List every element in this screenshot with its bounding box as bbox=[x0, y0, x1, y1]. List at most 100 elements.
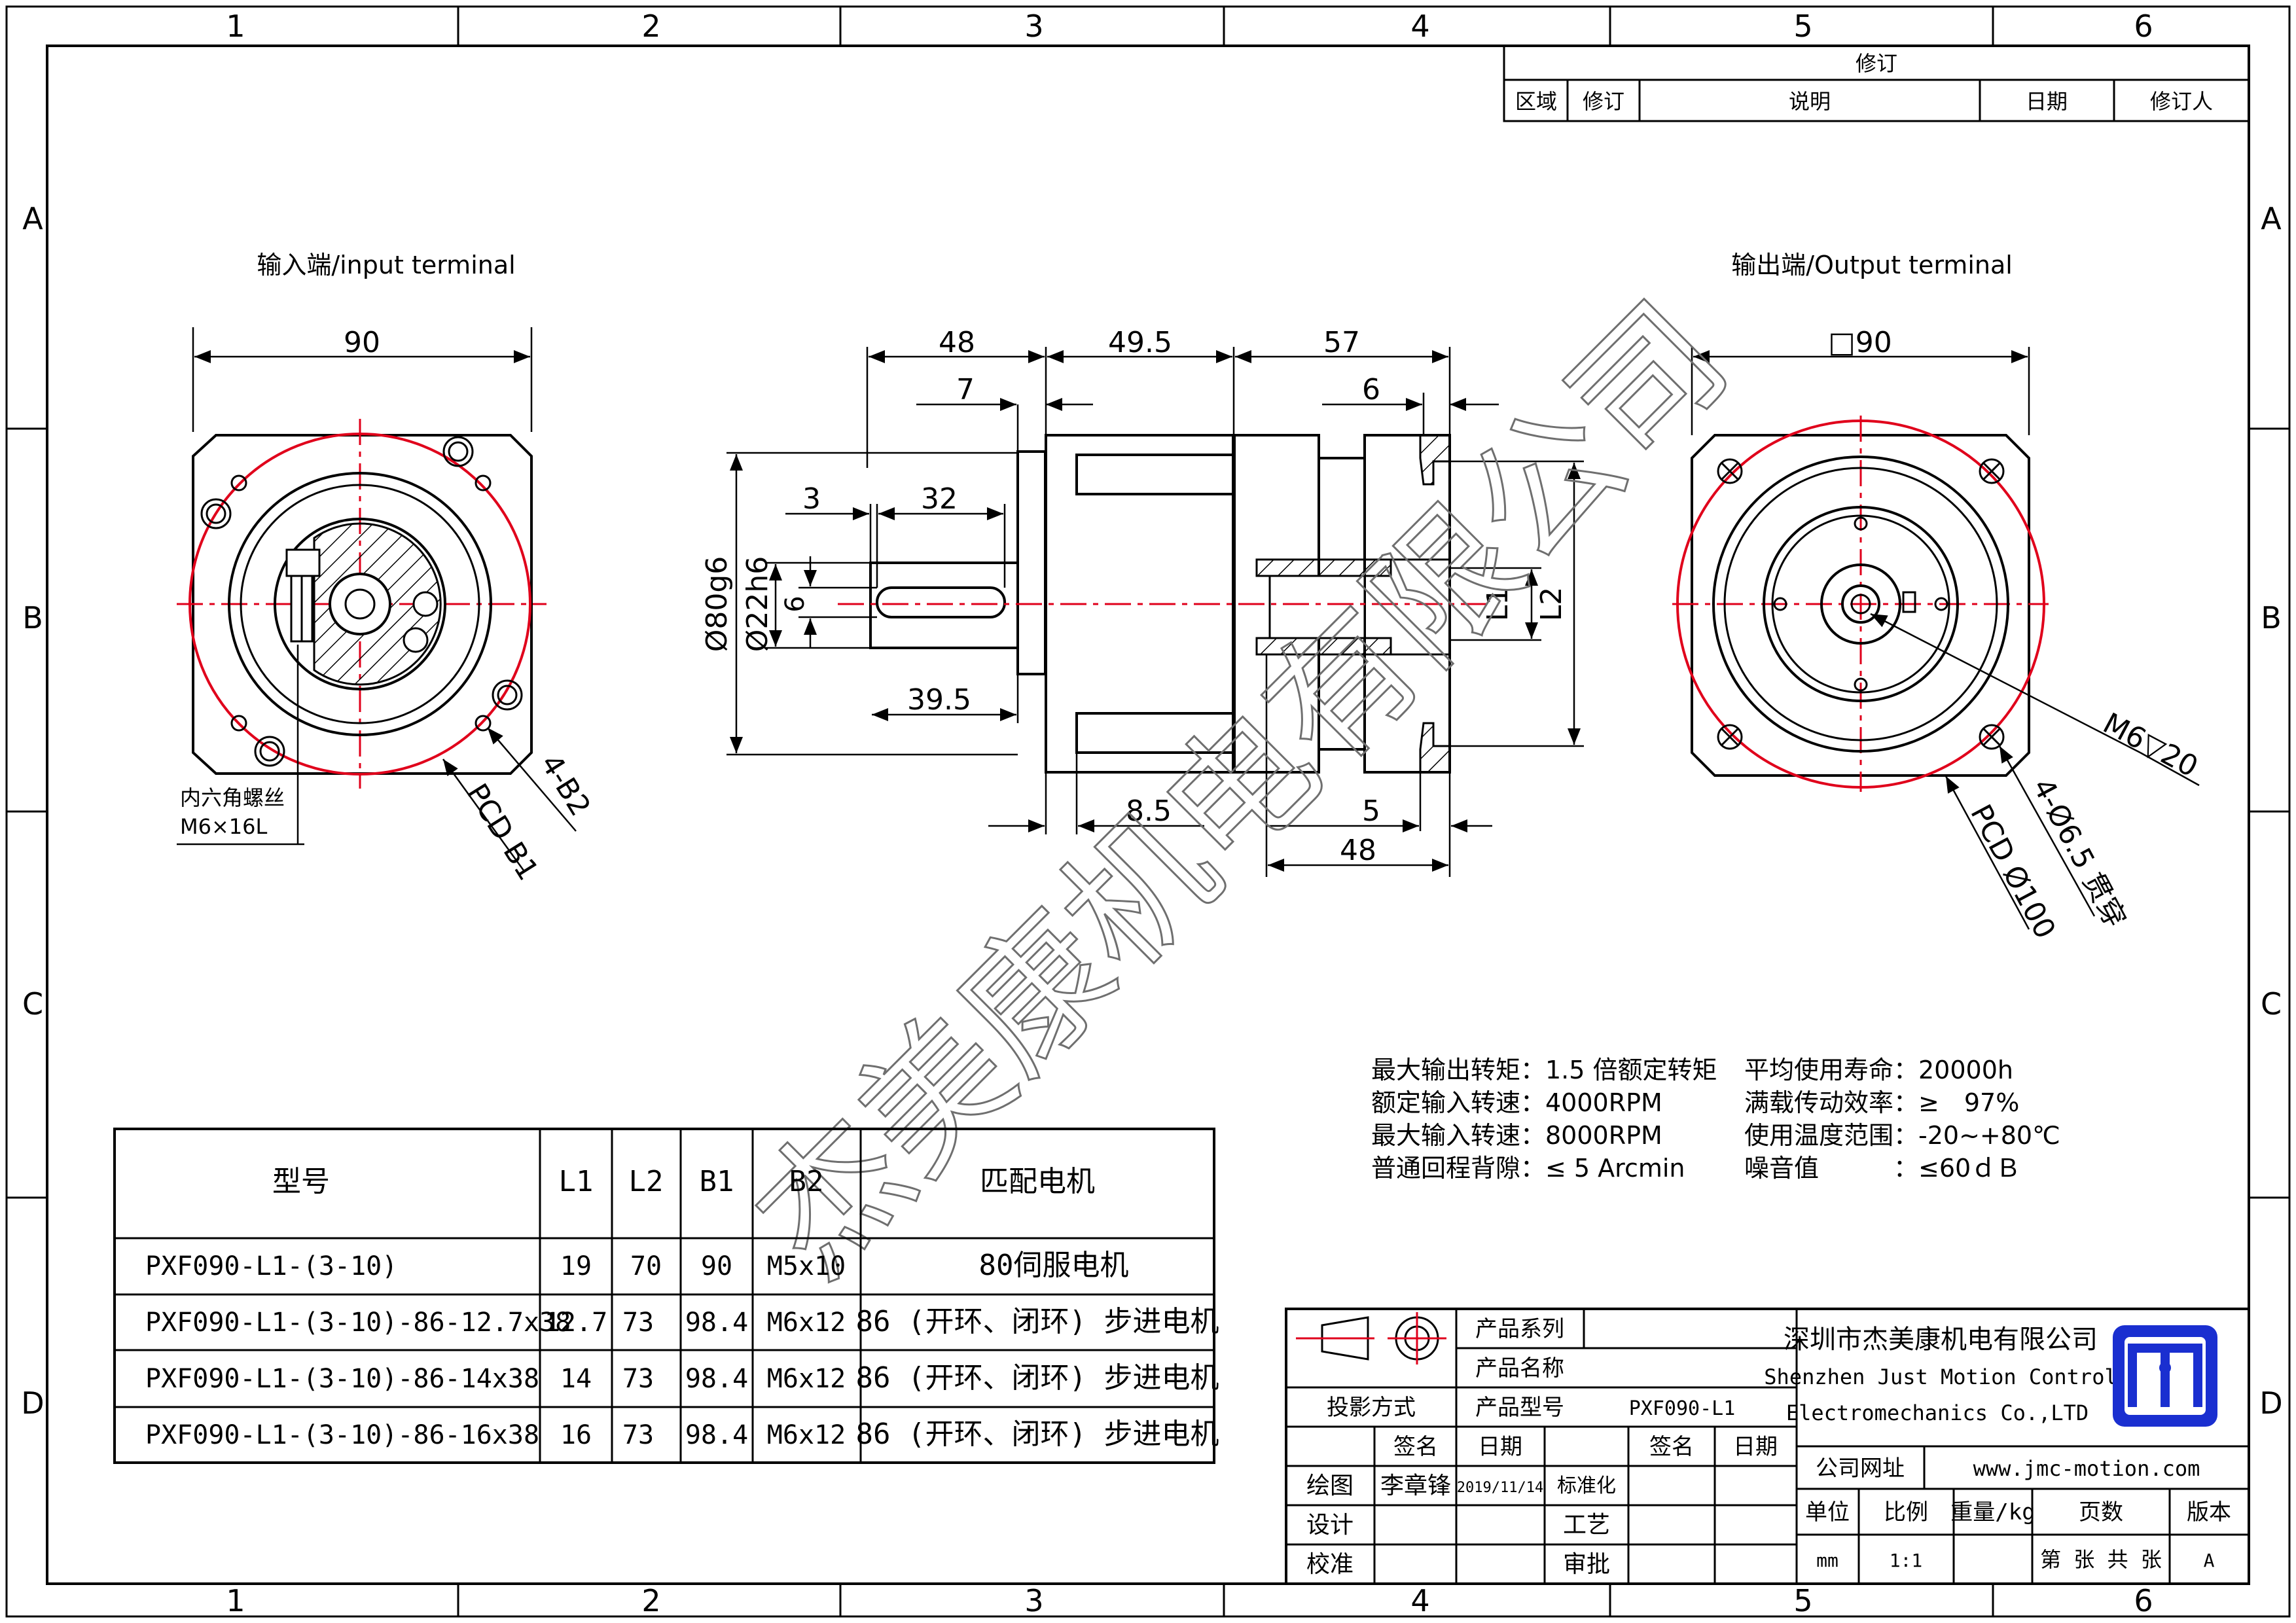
col-label-5-top: 5 bbox=[1793, 9, 1812, 44]
spec-noise: 噪音值 ：≤60ｄＢ bbox=[1744, 1154, 2020, 1183]
side-dim-l1: L1 bbox=[1481, 587, 1515, 622]
table-row-3-l1: 14 bbox=[560, 1364, 592, 1394]
col-label-4-top: 4 bbox=[1410, 9, 1429, 44]
tb-date-2: 日期 bbox=[1733, 1434, 1778, 1460]
tb-projection: 投影方式 bbox=[1327, 1395, 1416, 1421]
tb-drawn-date: 2019/11/14 bbox=[1457, 1480, 1543, 1496]
row-label-c-left: C bbox=[22, 986, 43, 1022]
tb-product-series: 产品系列 bbox=[1475, 1316, 1564, 1342]
table-row-1-l1: 19 bbox=[560, 1251, 592, 1281]
col-label-3-top: 3 bbox=[1024, 9, 1043, 44]
row-label-a-right: A bbox=[2261, 201, 2282, 236]
row-label-b-right: B bbox=[2261, 600, 2282, 635]
row-label-a-left: A bbox=[22, 201, 43, 236]
frame-labels: 1 2 3 4 5 6 1 2 3 4 5 6 A B C D A B C D bbox=[21, 9, 2282, 1618]
input-pcd-label: PCD B1 bbox=[460, 778, 545, 887]
output-square-dim: □90 bbox=[1828, 326, 1892, 359]
revision-header-desc: 说明 bbox=[1789, 89, 1831, 114]
spec-efficiency: 满载传动效率：≥ 97% bbox=[1744, 1088, 2019, 1117]
col-label-2-top: 2 bbox=[641, 9, 660, 44]
tb-check: 校准 bbox=[1306, 1551, 1354, 1578]
side-dim-7: 7 bbox=[956, 373, 975, 406]
side-dim-22h6: Ø22h6 bbox=[741, 556, 774, 652]
input-clamp-screw bbox=[285, 548, 321, 643]
tb-standard: 标准化 bbox=[1557, 1474, 1616, 1497]
side-dim-5: 5 bbox=[1362, 794, 1380, 828]
input-view-title: 输入端/input terminal bbox=[257, 251, 515, 279]
tb-website: www.jmc-motion.com bbox=[1973, 1456, 2200, 1481]
table-row-4-motor: 86 (开环、闭环) 步进电机 bbox=[856, 1418, 1219, 1451]
revision-table: 修订 区域 修订 说明 日期 修订人 bbox=[1503, 45, 2250, 122]
table-row-2-motor: 86 (开环、闭环) 步进电机 bbox=[856, 1305, 1219, 1338]
table-row-1-b1: 90 bbox=[701, 1251, 732, 1281]
col-label-1-top: 1 bbox=[226, 9, 245, 44]
watermark: 杰美康机电有限公司 bbox=[724, 272, 1759, 1307]
tb-design: 设计 bbox=[1306, 1512, 1354, 1539]
side-dim-6-top: 6 bbox=[1362, 373, 1380, 406]
output-view: 输出端/Output terminal □90 bbox=[1672, 251, 2203, 944]
row-label-c-right: C bbox=[2261, 986, 2282, 1022]
input-flange-outline bbox=[192, 434, 533, 775]
table-row-2-b1: 98.4 bbox=[685, 1308, 748, 1338]
table-row-1-motor: 80伺服电机 bbox=[979, 1249, 1129, 1282]
side-dim-key-6: 6 bbox=[780, 596, 810, 612]
company-logo bbox=[2113, 1325, 2217, 1427]
tb-model-value: PXF090-L1 bbox=[1629, 1397, 1736, 1420]
table-row-4-b2: M6x12 bbox=[767, 1420, 846, 1450]
table-row-1-model: PXF090-L1-(3-10) bbox=[145, 1251, 397, 1281]
tb-scale-label: 比例 bbox=[1884, 1499, 1928, 1525]
table-row-3-b1: 98.4 bbox=[685, 1364, 748, 1394]
tb-approve: 审批 bbox=[1563, 1551, 1610, 1578]
side-dim-3: 3 bbox=[802, 482, 821, 516]
table-row-2-l2: 73 bbox=[622, 1308, 654, 1338]
tb-process: 工艺 bbox=[1563, 1512, 1610, 1539]
table-row-2-l1: 12.7 bbox=[545, 1308, 607, 1338]
tb-version-label: 版本 bbox=[2187, 1499, 2231, 1525]
table-header-l1: L1 bbox=[559, 1165, 594, 1198]
side-dim-57: 57 bbox=[1323, 326, 1360, 359]
input-view: 输入端/input terminal 90 bbox=[177, 251, 597, 886]
tb-scale: 1:1 bbox=[1890, 1550, 1923, 1571]
tb-weight-label: 重量/kg bbox=[1950, 1499, 2035, 1525]
table-row-3-l2: 73 bbox=[622, 1364, 654, 1394]
tb-sign-2: 签名 bbox=[1649, 1434, 1694, 1460]
input-holes-label: 4-B2 bbox=[534, 749, 597, 822]
table-row-1-b2: M5x10 bbox=[767, 1251, 846, 1281]
table-header-l2: L2 bbox=[629, 1165, 664, 1198]
row-label-b-left: B bbox=[22, 600, 43, 635]
table-row-3-motor: 86 (开环、闭环) 步进电机 bbox=[856, 1361, 1219, 1395]
tb-company-en-1: Shenzhen Just Motion Control bbox=[1764, 1364, 2117, 1389]
spec-rated-speed: 额定输入转速：4000RPM bbox=[1371, 1088, 1662, 1117]
revision-header-rev: 修订 bbox=[1583, 89, 1624, 114]
spec-list: 最大输出转矩：1.5 倍额定转矩 平均使用寿命：20000h 额定输入转速：40… bbox=[1371, 1056, 2060, 1183]
tb-product-model: 产品型号 bbox=[1475, 1395, 1564, 1421]
revision-header-reviser: 修订人 bbox=[2150, 89, 2213, 114]
table-row-1-l2: 70 bbox=[630, 1251, 662, 1281]
table-row-4-b1: 98.4 bbox=[685, 1420, 748, 1450]
revision-header-area: 区域 bbox=[1515, 89, 1557, 114]
side-view: 48 49.5 57 7 6 bbox=[700, 326, 1584, 877]
side-dim-48-bottom: 48 bbox=[1340, 834, 1376, 867]
row-label-d-left: D bbox=[21, 1385, 44, 1421]
side-dim-49-5: 49.5 bbox=[1108, 326, 1172, 359]
col-label-1-bottom: 1 bbox=[226, 1583, 245, 1618]
row-label-d-right: D bbox=[2259, 1385, 2282, 1421]
tb-company-en-2: Electromechanics Co.,LTD bbox=[1786, 1400, 2089, 1425]
revision-header-date: 日期 bbox=[2026, 89, 2068, 114]
tb-pages: 第 张 共 张 bbox=[2040, 1547, 2162, 1572]
table-header-b1: B1 bbox=[700, 1165, 734, 1198]
title-block: 投影方式 产品系列 产品名称 产品型号 PXF090-L1 签名 日期 签名 日… bbox=[1285, 1308, 2250, 1585]
side-dim-32: 32 bbox=[921, 482, 958, 516]
output-flange-outline bbox=[1691, 434, 2030, 777]
tb-unit: mm bbox=[1816, 1550, 1839, 1571]
table-row-4-model: PXF090-L1-(3-10)-86-16x38 bbox=[145, 1420, 539, 1450]
input-bolt-note-1: 内六角螺丝 bbox=[180, 785, 285, 810]
table-header-b2: B2 bbox=[789, 1165, 824, 1198]
table-row-3-b2: M6x12 bbox=[767, 1364, 846, 1394]
table-row-2-model: PXF090-L1-(3-10)-86-12.7x38 bbox=[145, 1308, 571, 1338]
model-table: 型号 L1 L2 B1 B2 匹配电机 PXF090-L1-(3-10) 19 … bbox=[113, 1128, 1219, 1464]
spec-life: 平均使用寿命：20000h bbox=[1744, 1056, 2013, 1084]
projection-symbol bbox=[1296, 1312, 1446, 1364]
tb-website-label: 公司网址 bbox=[1816, 1455, 1905, 1482]
table-row-4-l2: 73 bbox=[622, 1420, 654, 1450]
